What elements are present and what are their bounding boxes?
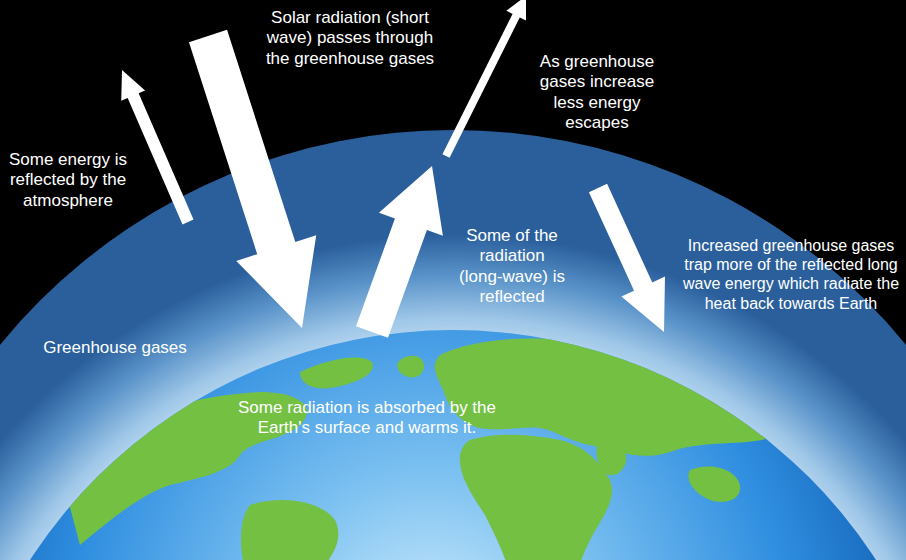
solar-arrow	[189, 30, 316, 328]
greenland	[300, 357, 373, 388]
solar-label: Solar radiation (short wave) passes thro…	[262, 8, 438, 69]
earth-ocean	[0, 330, 906, 560]
reflected-arrow	[121, 70, 193, 224]
longwave-label: Some of the radiation (long-wave) is ref…	[456, 226, 568, 308]
south-america	[241, 500, 338, 560]
reflected-label: Some energy is reflected by the atmosphe…	[6, 150, 130, 211]
africa	[460, 435, 612, 560]
iceland-uk	[397, 356, 424, 378]
arabia	[596, 440, 626, 476]
trapped-label: Increased greenhouse gases trap more of …	[682, 236, 900, 313]
radiation-arrows	[121, 0, 665, 338]
longwave-arrow	[356, 166, 443, 338]
escape-label: As greenhouse gases increase less energy…	[527, 52, 667, 134]
trapped-arrow	[589, 184, 665, 332]
escape-arrow	[442, 0, 526, 158]
greenhouse-gases-label: Greenhouse gases	[30, 338, 200, 358]
continents	[60, 339, 808, 560]
india	[688, 466, 740, 501]
absorbed-label: Some radiation is absorbed by the Earth'…	[212, 398, 522, 439]
